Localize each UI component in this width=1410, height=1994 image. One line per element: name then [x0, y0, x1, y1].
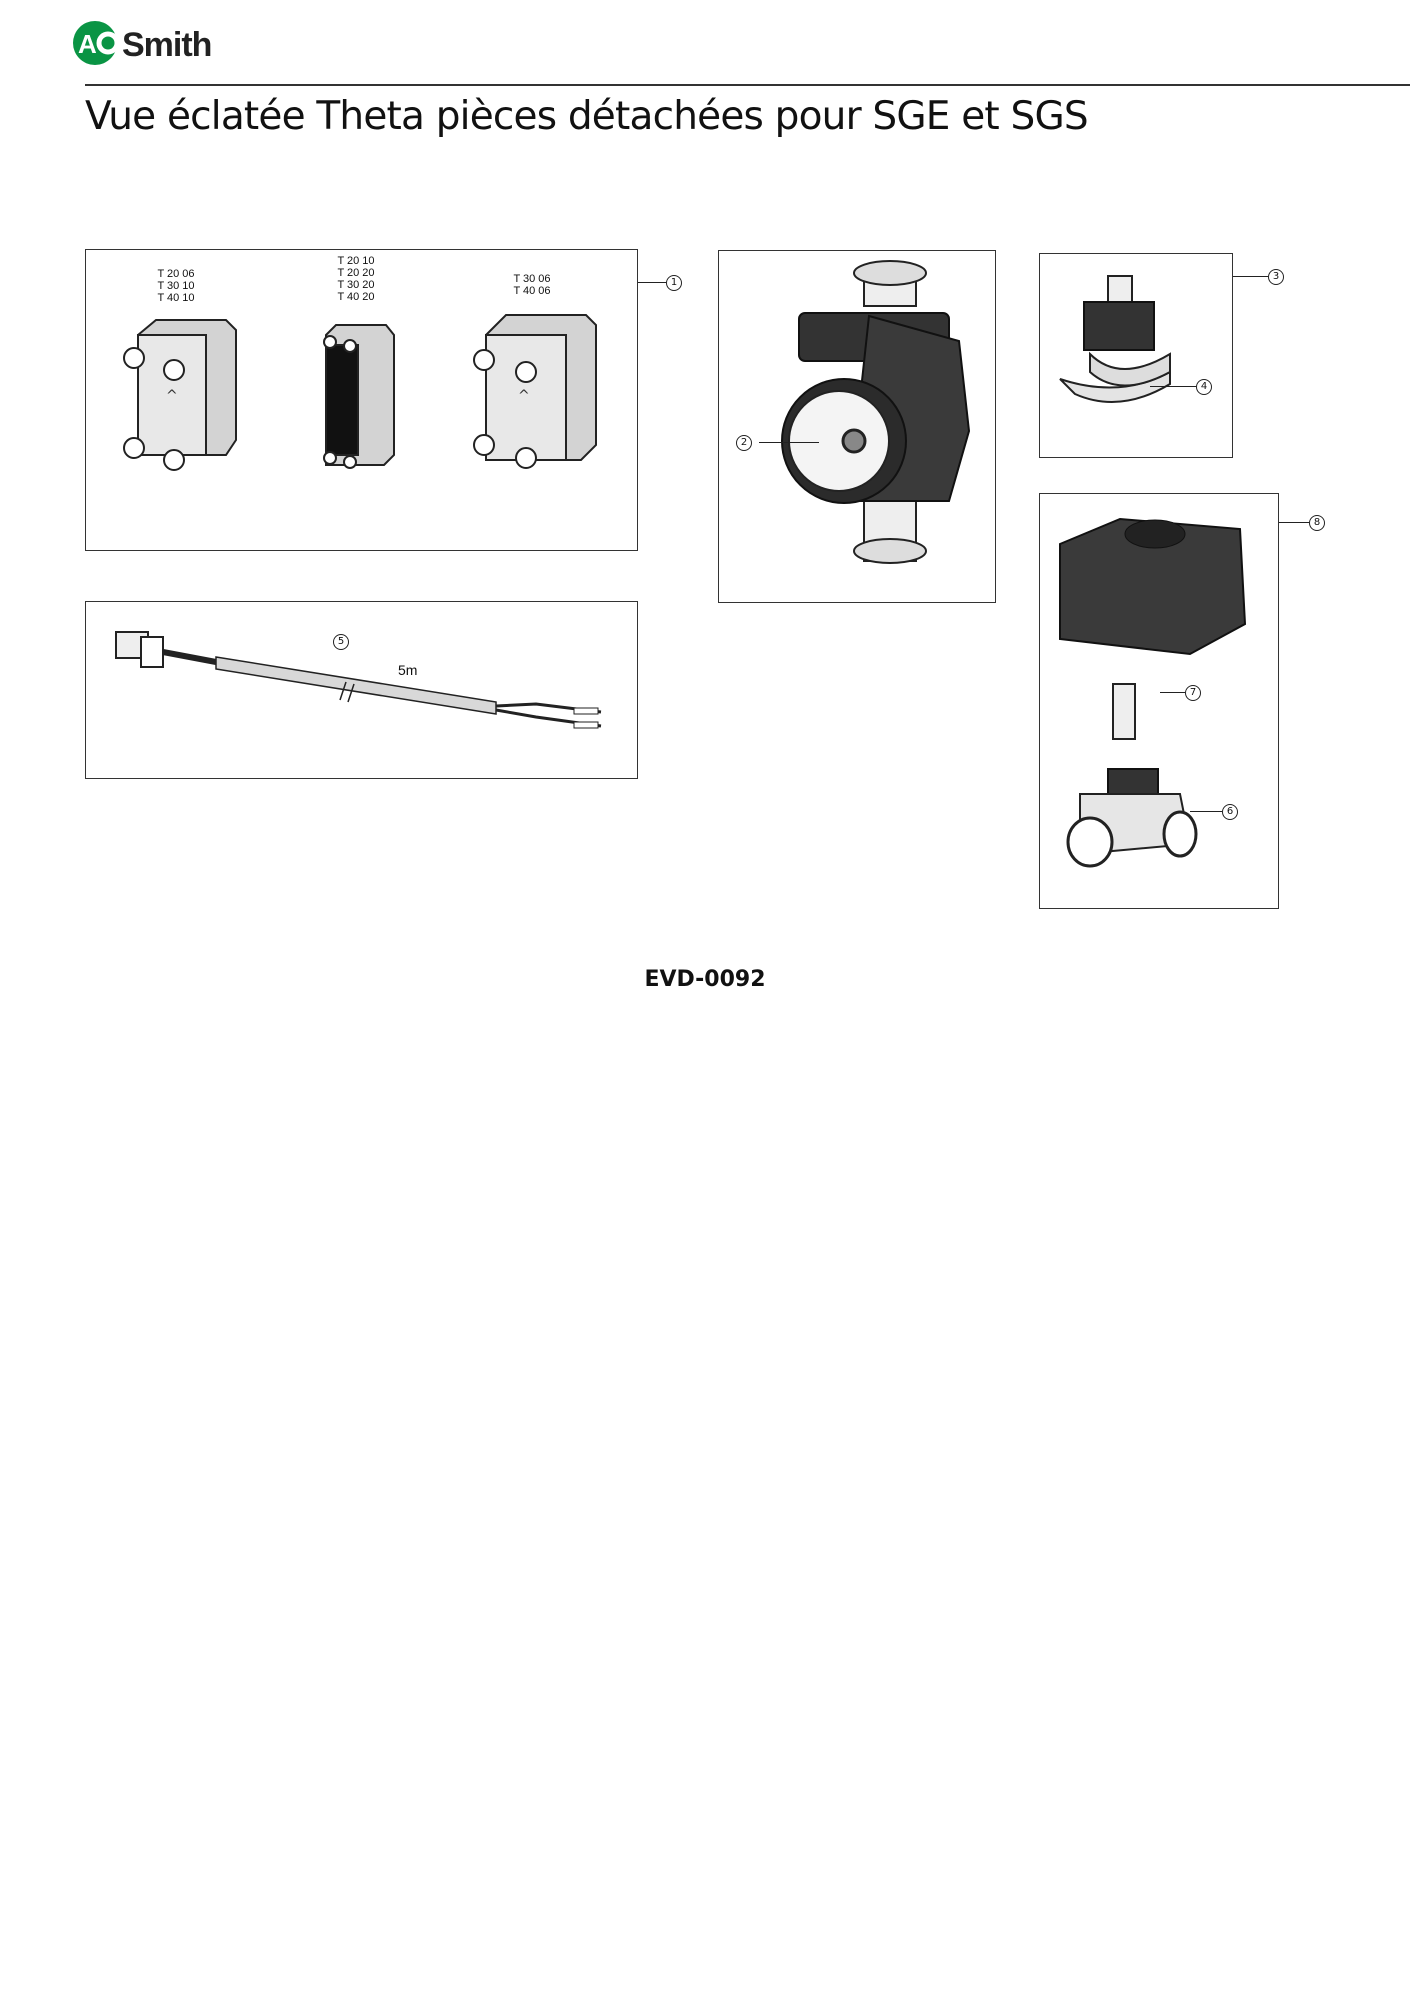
- models-middle: T 20 10 T 20 20 T 30 20 T 40 20: [337, 255, 375, 303]
- callout-7: 7: [1185, 685, 1201, 701]
- callout-3: 3: [1268, 269, 1284, 285]
- sensor-clip-panel: 4: [1039, 253, 1233, 458]
- callout-4: 4: [1196, 379, 1212, 395]
- callout-leader: [759, 442, 819, 443]
- svg-text:^: ^: [166, 388, 178, 404]
- sensor-clip-illustration: [1059, 275, 1171, 403]
- callout-5: 5: [333, 634, 349, 650]
- pump-panel: 2: [718, 250, 996, 603]
- page-title: Vue éclatée Theta pièces détachées pour …: [85, 94, 1089, 139]
- heat-exchanger-left: ^: [123, 319, 237, 471]
- heat-exchanger-panel: T 20 06 T 30 10 T 40 10 T 20 10 T 20 20 …: [85, 249, 638, 551]
- callout-leader: [1279, 522, 1309, 523]
- logo-graphic: A Smith: [73, 21, 212, 65]
- callout-leader: [1233, 276, 1268, 277]
- cable-illustration: [115, 631, 602, 729]
- svg-text:^: ^: [518, 388, 530, 404]
- cable-length-label: 5m: [398, 662, 418, 678]
- valve-actuator-panel: 7 6: [1039, 493, 1279, 909]
- document-code: EVD-0092: [644, 967, 766, 992]
- models-right: T 30 06 T 40 06: [513, 273, 551, 297]
- cable-panel: 5 5m: [85, 601, 638, 779]
- callout-leader: [638, 282, 666, 283]
- valve-actuator-illustration: [1059, 517, 1247, 868]
- callout-8: 8: [1309, 515, 1325, 531]
- models-left: T 20 06 T 30 10 T 40 10: [157, 268, 195, 304]
- svg-text:A: A: [78, 29, 97, 59]
- aosmith-logo: A Smith: [72, 20, 252, 66]
- svg-text:Smith: Smith: [122, 26, 211, 64]
- heat-exchanger-right: ^: [473, 314, 597, 469]
- callout-leader: [1150, 386, 1196, 387]
- circulator-pump-illustration: [781, 260, 971, 564]
- callout-6: 6: [1222, 804, 1238, 820]
- heat-exchanger-illustrations: ^ ^: [123, 314, 597, 471]
- header-rule: [85, 84, 1410, 86]
- callout-1: 1: [666, 275, 682, 291]
- callout-leader: [1160, 692, 1185, 693]
- heat-exchanger-middle: [323, 324, 395, 469]
- callout-2: 2: [736, 435, 752, 451]
- callout-leader: [1190, 811, 1222, 812]
